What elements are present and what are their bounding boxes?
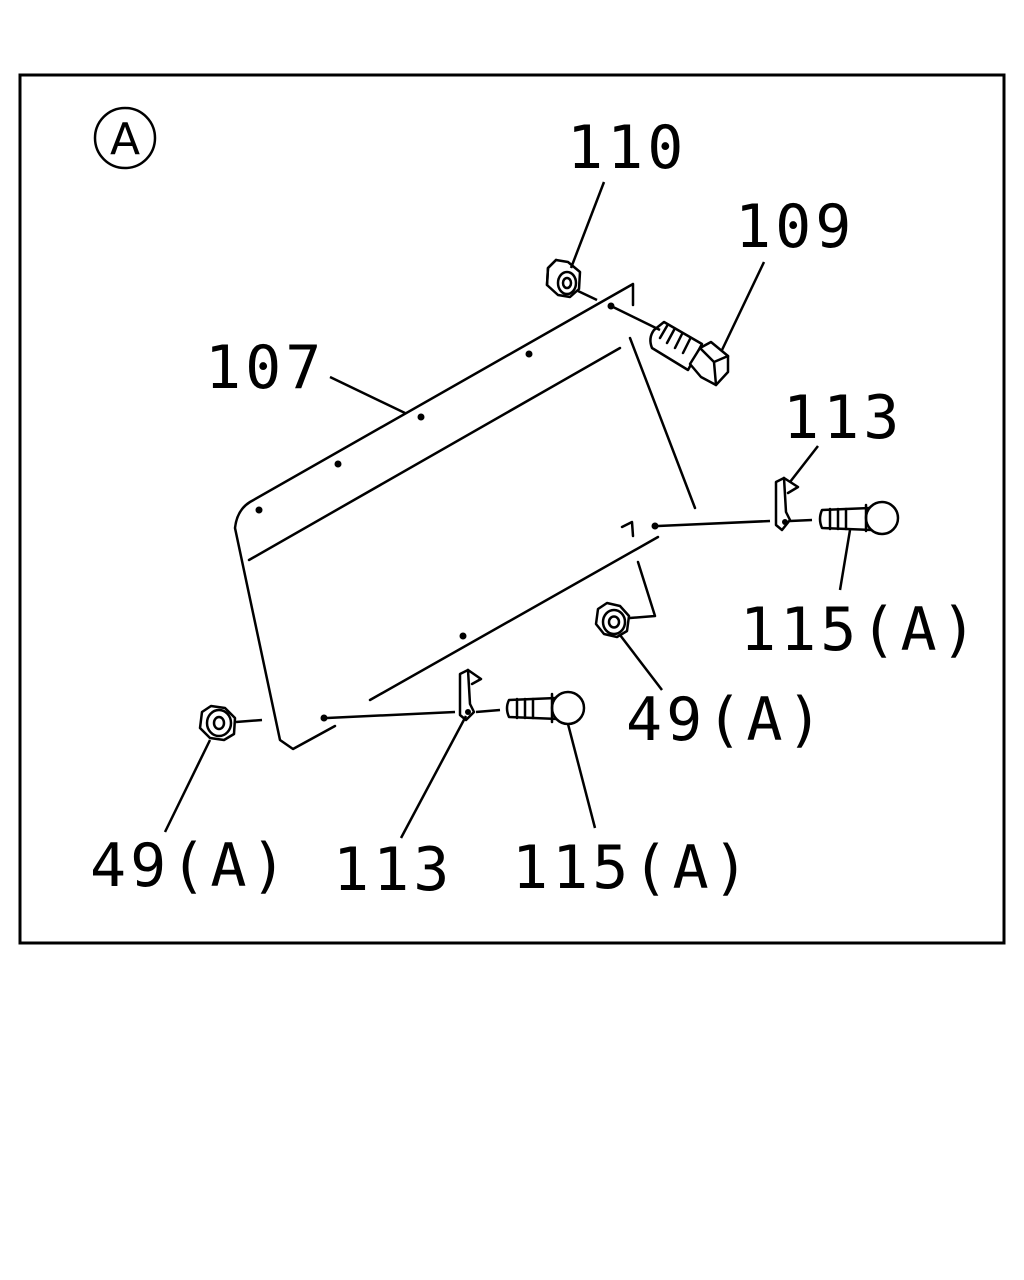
callout-115-bottom: 115(A) bbox=[512, 833, 753, 903]
callout-115-right: 115(A) bbox=[740, 595, 981, 665]
callout-109: 109 bbox=[735, 192, 855, 262]
callout-107: 107 bbox=[205, 333, 325, 403]
leader-107 bbox=[329, 375, 406, 415]
panel-107 bbox=[233, 282, 697, 751]
callout-49-right: 49(A) bbox=[626, 685, 827, 755]
axis-109-110 bbox=[577, 289, 598, 302]
leader-109 bbox=[720, 261, 766, 351]
leader-115-right bbox=[838, 529, 852, 591]
clip-113-bottom bbox=[458, 668, 483, 722]
clip-113-right bbox=[774, 476, 800, 532]
bolt-115-bottom bbox=[505, 690, 586, 726]
leader-49-right bbox=[619, 634, 663, 691]
bolt-109 bbox=[649, 320, 730, 387]
bolt-115-right bbox=[818, 500, 900, 536]
diagram-frame bbox=[18, 73, 1006, 945]
callout-113-bottom: 113 bbox=[333, 835, 453, 905]
view-marker: A bbox=[93, 106, 157, 170]
view-marker-letter: A bbox=[110, 114, 140, 165]
leader-115-bottom bbox=[566, 723, 597, 829]
leader-113-bottom bbox=[399, 715, 468, 839]
callout-113-right: 113 bbox=[783, 383, 903, 453]
callout-110: 110 bbox=[567, 113, 687, 183]
nut-110 bbox=[545, 258, 582, 299]
leader-113-right bbox=[789, 445, 819, 483]
leader-110 bbox=[569, 181, 606, 269]
nut-49-left bbox=[198, 704, 237, 742]
nut-49-right bbox=[594, 601, 631, 639]
callout-49-left: 49(A) bbox=[90, 831, 291, 901]
leader-49-left bbox=[163, 739, 212, 833]
